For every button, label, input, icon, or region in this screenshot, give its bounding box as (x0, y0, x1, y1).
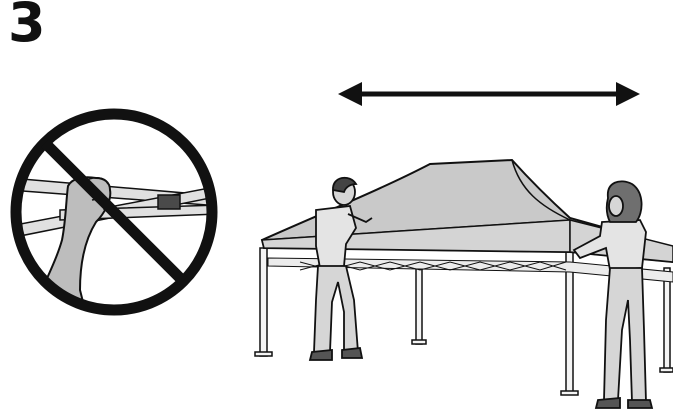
person-right (572, 180, 654, 409)
person-left (308, 176, 373, 361)
prohibition-icon (10, 108, 218, 316)
step-number: 3 (8, 0, 46, 54)
joint-tape (157, 194, 181, 210)
double-arrow-icon (338, 82, 640, 106)
